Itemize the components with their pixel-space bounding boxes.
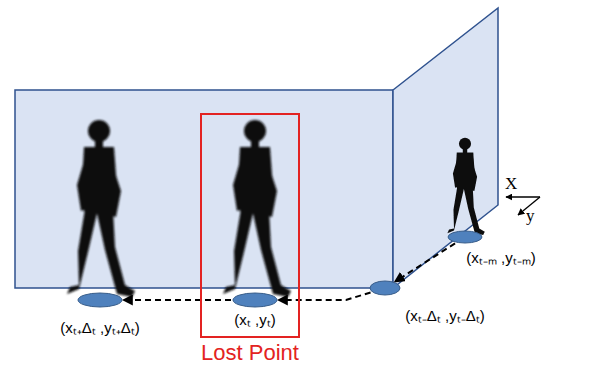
lost-point-label: Lost Point [201,340,299,366]
ellipse-outline [78,293,122,307]
axis-label: y [526,207,535,226]
footprint-mark [233,293,277,307]
ellipse-outline [233,293,277,307]
footprint-mark [448,231,482,243]
trajectory-arrow [396,243,456,281]
person-silhouette [447,138,484,235]
wall-panel [15,90,393,288]
ellipse-outline [448,231,482,243]
coordinate-label: (xₜ₋ₘ ,yₜ₋ₘ) [466,249,535,267]
footprint-ellipse: (xₜ ,yₜ) [233,293,277,307]
person-silhouette [223,120,291,297]
lost-point-box: Lost Point(xₜ ,yₜ) [200,113,300,338]
coordinate-label: (xₜ₋Δₜ ,yₜ₋Δₜ) [405,307,484,325]
footprint-mark [78,293,122,307]
coordinate-label: (xₜ₊Δₜ ,yₜ₊Δₜ) [60,319,139,337]
person-silhouette [67,120,135,297]
trajectory-arrow [279,292,371,300]
axis-arrow [506,196,540,197]
trajectory-arrow [124,299,231,301]
footprint-ellipse: (xₜ₋ₘ ,yₜ₋ₘ) [448,231,482,243]
footprint-ellipse: (xₜ₊Δₜ ,yₜ₊Δₜ) [78,293,122,307]
footprint-mark [370,281,400,295]
ellipse-outline [370,281,400,295]
axis-label: X [505,175,517,194]
coordinate-label: (xₜ ,yₜ) [234,311,275,329]
footprint-ellipse: (xₜ₋Δₜ ,yₜ₋Δₜ) [370,281,400,295]
wall-panel [393,8,498,288]
